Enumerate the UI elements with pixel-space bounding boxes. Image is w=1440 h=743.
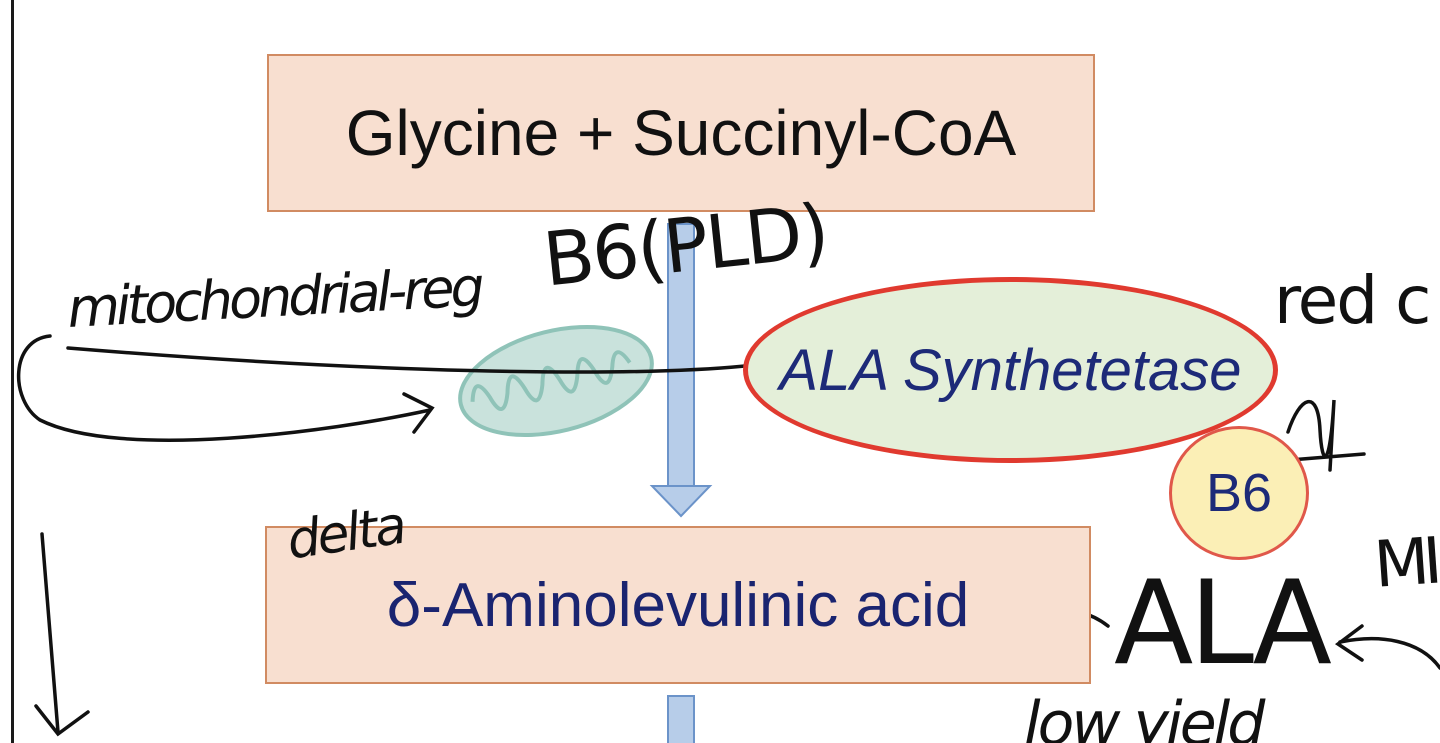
curved-arrow <box>17 334 432 442</box>
mitochondrion-icon <box>458 325 654 437</box>
reactants-label: Glycine + Succinyl-CoA <box>345 97 1017 169</box>
margin-down-arrow <box>40 532 60 734</box>
connector-line <box>66 346 747 374</box>
handwritten-low-yield: low yield <box>1024 689 1265 743</box>
curved-arrow-head <box>402 392 435 434</box>
handwritten-ala: ALA <box>1114 556 1332 691</box>
margin-down-arrow-head <box>34 704 90 737</box>
reaction-arrow-continuation <box>667 695 695 743</box>
enzyme-label: ALA Synthetetase <box>779 337 1242 403</box>
handwritten-delta: delta <box>283 495 408 572</box>
product-label: δ-Aminolevulinic acid <box>386 570 970 640</box>
cofactor-label: B6 <box>1205 463 1273 523</box>
right-arrow <box>1338 636 1440 670</box>
handwritten-mitochondria-note: mitochondrial-reg <box>65 255 483 340</box>
right-arrow-head <box>1334 624 1364 662</box>
handwritten-mi: MI <box>1371 524 1439 603</box>
page-margin-line <box>11 0 14 743</box>
enzyme-ellipse: ALA Synthetetase <box>743 277 1278 463</box>
cofactor-circle: B6 <box>1169 426 1309 560</box>
reactants-box: Glycine + Succinyl-CoA <box>267 54 1095 212</box>
handwritten-red-c: red c <box>1274 262 1431 339</box>
product-box: δ-Aminolevulinic acid <box>265 526 1091 684</box>
